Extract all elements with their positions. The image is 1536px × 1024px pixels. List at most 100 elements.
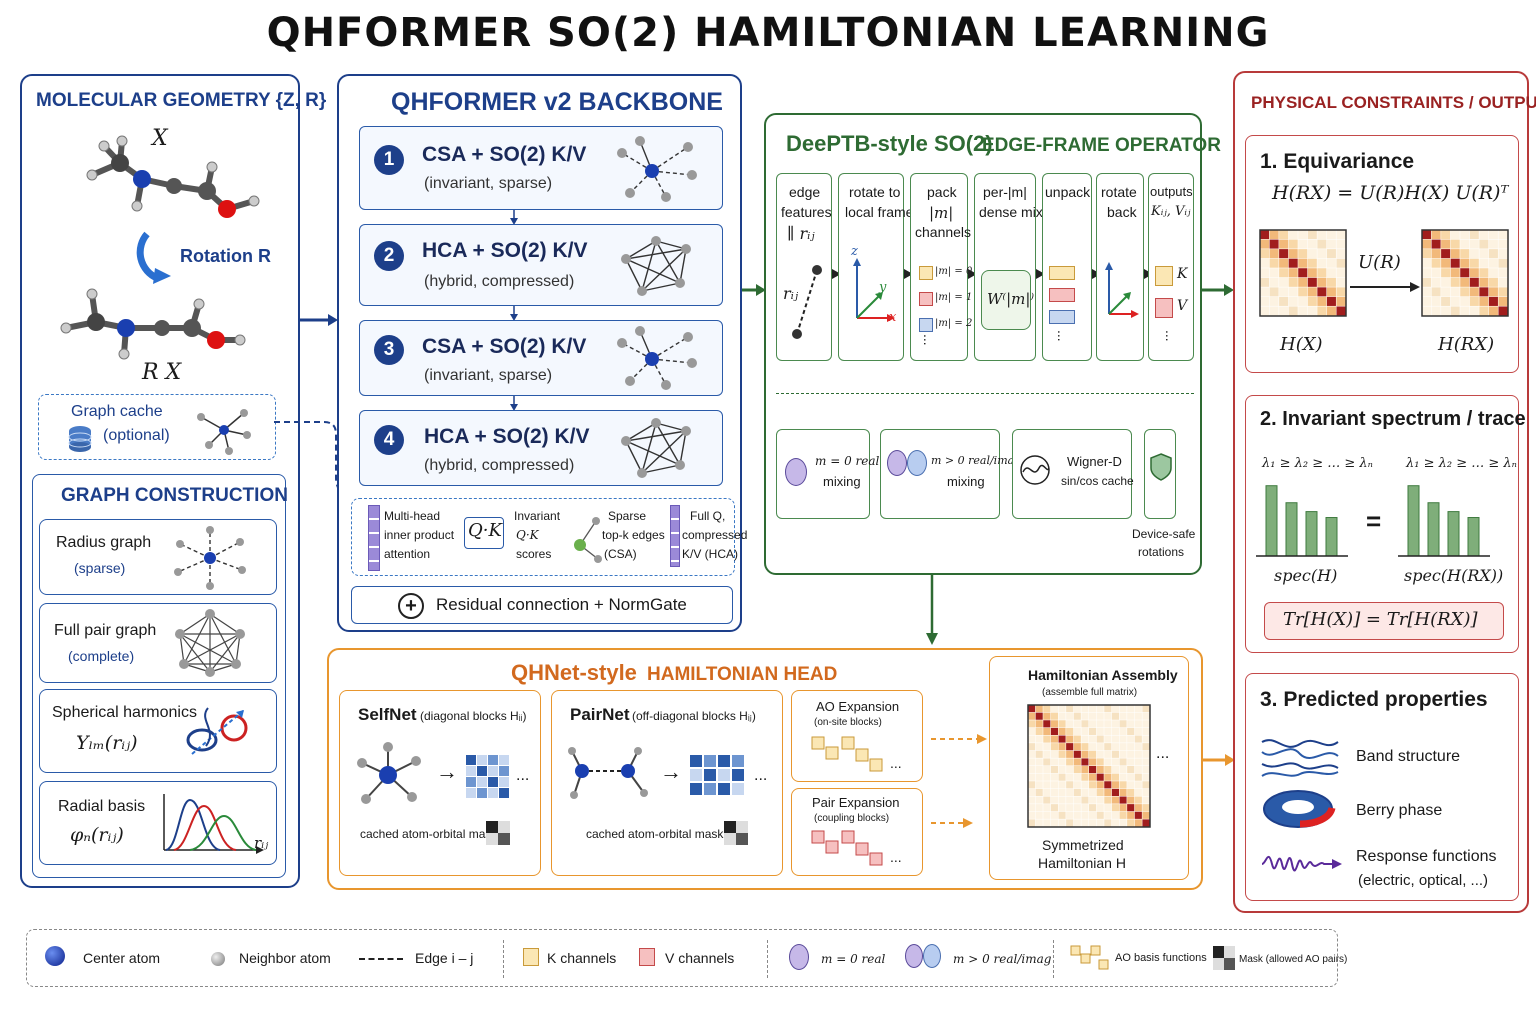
rij-axis-label: rᵢⱼ (254, 834, 269, 852)
matrix-cell (1081, 796, 1089, 804)
attention-details-box: Multi-head inner product attention Q·K I… (351, 498, 747, 576)
matrix-cell (1279, 306, 1289, 316)
matrix-cell (1035, 796, 1043, 804)
matrix-cell (1336, 249, 1346, 259)
matrix-cell (1050, 819, 1058, 827)
ao-exp-ellipsis: ... (890, 755, 902, 771)
matrix-cell (1469, 258, 1479, 268)
matrix-cell (1096, 781, 1104, 789)
matrix-cell (1326, 287, 1336, 297)
graph-cache-label: Graph cache (71, 403, 163, 420)
matrix-cell (1488, 230, 1498, 240)
matrix-cell (1089, 720, 1097, 728)
axis-x: x (889, 310, 897, 325)
graph-construction-title: GRAPH CONSTRUCTION (61, 485, 288, 506)
qk-box (464, 517, 504, 549)
lambda-right: λ₁ ≥ λ₂ ≥ … ≥ λₙ (1406, 456, 1517, 471)
legend-divider-1 (503, 940, 504, 978)
matrix-cell (1326, 277, 1336, 287)
matrix-cell (1288, 249, 1298, 259)
matrix-cell (1488, 258, 1498, 268)
matrix-cell (1127, 766, 1135, 774)
spectrum-bar (1467, 517, 1480, 557)
matrix-cell (1028, 773, 1036, 781)
matrix-cell (1431, 258, 1441, 268)
matrix-cell (1089, 712, 1097, 720)
matrix-cell (1307, 306, 1317, 316)
matrix-cell (1066, 705, 1074, 713)
matrix-cell (1488, 268, 1498, 278)
matrix-cell (1450, 258, 1460, 268)
matrix-cell (1028, 735, 1036, 743)
matrix-cell (1269, 239, 1279, 249)
plus-circle-icon: + (398, 593, 424, 619)
radial-basis-card: Radial basis φₙ(rᵢⱼ) rᵢⱼ (39, 781, 277, 865)
step-3-l1: pack (927, 184, 957, 200)
matrix-cell (1081, 720, 1089, 728)
matrix-cell (1127, 743, 1135, 751)
matrix-cell (1422, 306, 1432, 316)
matrix-cell (1431, 296, 1441, 306)
selfnet-ellipsis: ... (516, 767, 530, 784)
matrix-cell (1441, 230, 1451, 240)
matrix-cell (1050, 758, 1058, 766)
matrix-cell (1317, 296, 1327, 306)
matrix-cell (1469, 239, 1479, 249)
matrix-cell (1096, 705, 1104, 713)
module-1-l2: mixing (823, 474, 861, 489)
backbone-block-2: 2 HCA + SO(2) K/V (hybrid, compressed) (359, 224, 723, 306)
detail-sparse-3: (CSA) (604, 547, 637, 561)
matrix-cell (1035, 819, 1043, 827)
pairnet-ellipsis: ... (754, 767, 768, 784)
matrix-cell (1089, 750, 1097, 758)
sym-label-2: Hamiltonian H (1038, 855, 1126, 871)
unpack-block-0 (1049, 266, 1075, 280)
matrix-cell (1450, 287, 1460, 297)
matrix-cell (1127, 720, 1135, 728)
matrix-cell (1479, 230, 1489, 240)
rotation-label: Rotation R (180, 246, 271, 266)
step-7-l1: outputs (1150, 184, 1193, 199)
matrix-cell (1134, 743, 1142, 751)
matrix-cell (1028, 750, 1036, 758)
matrix-cell (1119, 766, 1127, 774)
matrix-cell (1035, 720, 1043, 728)
matrix-cell (1073, 766, 1081, 774)
spec-h-label: spec(H) (1274, 566, 1338, 585)
detail-multihead-3: attention (384, 547, 431, 561)
matrix-cell (1134, 796, 1142, 804)
matrix-cell (1336, 296, 1346, 306)
matrix-cell (1134, 712, 1142, 720)
step-1-l3: ∥ rᵢⱼ (787, 224, 815, 243)
matrix-cell (1142, 781, 1150, 789)
prop-berry-label: Berry phase (1356, 802, 1443, 819)
pair-blocks-icon (811, 830, 883, 866)
matrix-cell (1441, 268, 1451, 278)
matrix-cell (1104, 758, 1112, 766)
matrix-cell (1043, 727, 1051, 735)
matrix-cell (1450, 249, 1460, 259)
matrix-cell (1317, 268, 1327, 278)
matrix-cell (1336, 230, 1346, 240)
assembled-matrix (1027, 704, 1151, 828)
step-1-rij: rᵢⱼ (783, 284, 799, 303)
radius-graph-card: Radius graph (sparse) (39, 519, 277, 595)
matrix-cell (1269, 249, 1279, 259)
ao-blocks-icon (811, 736, 883, 772)
matrix-cell (1104, 727, 1112, 735)
mgt0-circle-icon-b (907, 450, 927, 476)
neighbor-atom-icon (211, 952, 225, 966)
matrix-cell (1488, 306, 1498, 316)
hx-label: H(X) (1280, 334, 1323, 355)
matrix-cell (1104, 804, 1112, 812)
matrix-cell (1104, 743, 1112, 751)
trace-box: Tr[H(X)] = Tr[H(RX)] (1264, 602, 1504, 640)
page-title: QHFORMER SO(2) HAMILTONIAN LEARNING (266, 10, 1270, 56)
matrix-cell (1028, 788, 1036, 796)
matrix-cell (1479, 249, 1489, 259)
matrix-cell (1066, 750, 1074, 758)
matrix-cell (1142, 773, 1150, 781)
matrix-cell (1307, 258, 1317, 268)
matrix-cell (1058, 773, 1066, 781)
matrix-cell (1336, 239, 1346, 249)
